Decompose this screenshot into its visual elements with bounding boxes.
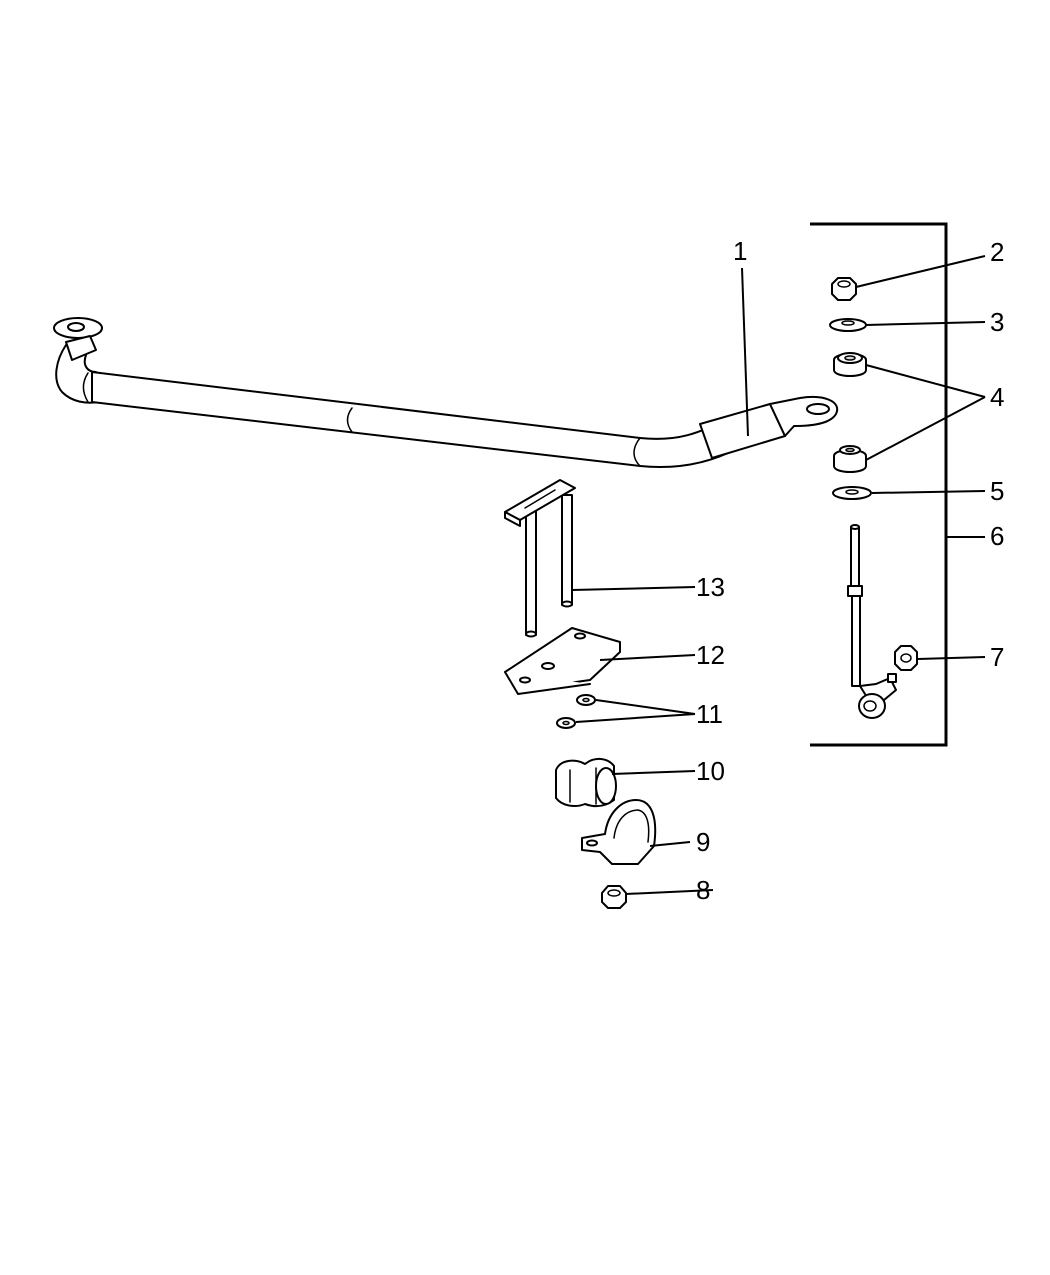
leader-8 xyxy=(625,889,714,895)
stabilizer-bushing xyxy=(555,758,617,808)
callout-12: 12 xyxy=(696,640,725,670)
callout-3: 3 xyxy=(990,307,1004,337)
callout-11: 11 xyxy=(696,699,723,729)
leader-9 xyxy=(649,841,691,847)
callout-6: 6 xyxy=(990,521,1004,551)
flange-nut xyxy=(601,885,627,909)
leader-5 xyxy=(871,490,986,494)
leader-lines xyxy=(571,255,986,895)
retainer-bracket xyxy=(504,627,621,695)
leader-7 xyxy=(917,656,986,660)
callout-2: 2 xyxy=(990,237,1004,267)
leader-1 xyxy=(741,267,749,437)
stabilizer-bar xyxy=(53,317,839,469)
leader-11b xyxy=(575,713,696,723)
callout-4: 4 xyxy=(990,382,1004,412)
callout-9: 9 xyxy=(696,827,710,857)
leader-11a xyxy=(595,699,696,715)
callout-8: 8 xyxy=(696,875,710,905)
nuts-pair xyxy=(556,694,596,729)
leader-4b xyxy=(865,396,986,461)
bushing-clamp xyxy=(581,799,657,865)
u-bolt-with-plate xyxy=(504,479,576,638)
leader-10 xyxy=(611,770,696,775)
callout-7: 7 xyxy=(990,642,1004,672)
leader-4a xyxy=(865,364,986,398)
callout-1: 1 xyxy=(733,236,747,266)
leader-3 xyxy=(865,321,986,326)
leader-13 xyxy=(571,586,696,591)
leader-12 xyxy=(599,654,696,661)
link-kit-bracket xyxy=(810,222,948,747)
callout-labels: 1 2 3 4 5 6 7 8 9 10 11 12 13 xyxy=(696,236,1004,905)
callout-5: 5 xyxy=(990,476,1004,506)
leader-2 xyxy=(855,255,986,288)
callout-13: 13 xyxy=(696,572,725,602)
callout-10: 10 xyxy=(696,756,725,786)
stabilizer-link-kit xyxy=(829,277,918,719)
